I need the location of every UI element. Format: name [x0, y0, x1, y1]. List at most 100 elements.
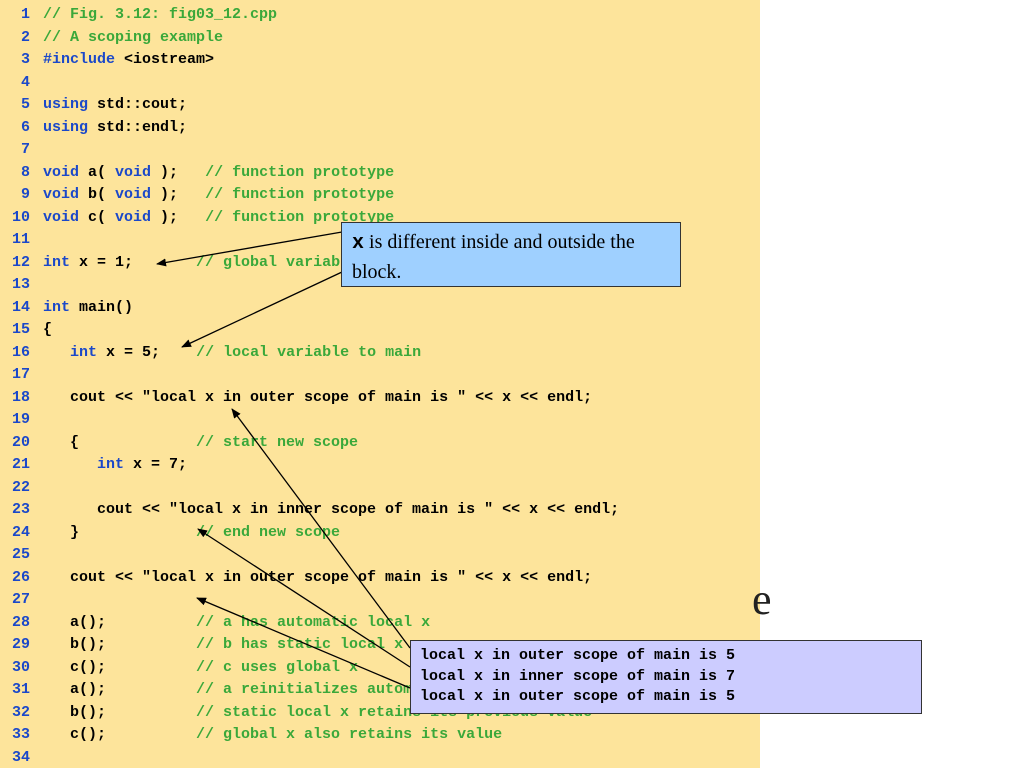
- line-number: 22: [11, 478, 30, 496]
- code-keyword: int: [43, 298, 71, 316]
- code-text: void c( void ); // function prototype: [43, 207, 394, 229]
- line-number: 23: [11, 501, 30, 518]
- code-text: cout << "local x in outer scope of main …: [43, 387, 592, 409]
- line-number: 1: [20, 6, 30, 23]
- code-text: void b( void ); // function prototype: [43, 184, 394, 206]
- arrow-to-line-23: [197, 528, 411, 668]
- code-token: cout << "local x in outer scope of main …: [43, 388, 593, 406]
- line-number: 32: [11, 703, 30, 721]
- code-comment: // end new scope: [196, 523, 341, 541]
- line-number: 29: [11, 636, 30, 653]
- code-keyword: using: [43, 96, 89, 113]
- arrow-to-line-26: [196, 597, 411, 689]
- callout-text: is different inside and outside the bloc…: [352, 231, 635, 283]
- code-token: main(): [70, 298, 134, 316]
- code-comment: // local variable to main: [196, 343, 422, 361]
- line-number: 27: [11, 591, 30, 608]
- code-text: using std::endl;: [43, 117, 187, 139]
- code-comment: // c uses global x: [196, 658, 359, 676]
- line-number: 18: [11, 388, 30, 406]
- code-token: );: [151, 208, 206, 226]
- output-line: local x in outer scope of main is 5: [420, 688, 736, 705]
- code-token: a(: [79, 163, 116, 181]
- code-keyword: int: [97, 456, 125, 473]
- line-number: 34: [11, 748, 30, 766]
- code-text: { // start new scope: [43, 432, 358, 454]
- line-number: 16: [11, 343, 30, 361]
- code-token: x = 7;: [124, 456, 188, 473]
- code-token: b(: [79, 186, 116, 203]
- code-comment: // function prototype: [205, 186, 395, 203]
- output-line: local x in outer scope of main is 5: [420, 647, 736, 664]
- code-token: <iostream>: [115, 51, 215, 68]
- arrow-to-global-x: [156, 231, 343, 267]
- code-comment: // function prototype: [205, 208, 395, 226]
- code-keyword: using: [43, 118, 89, 136]
- code-token: {: [43, 433, 197, 451]
- line-number: 28: [11, 613, 30, 631]
- code-keyword: void: [43, 208, 80, 226]
- code-token: b();: [43, 703, 197, 721]
- line-number: 8: [20, 163, 30, 181]
- code-listing-panel: 1 // Fig. 3.12: fig03_12.cpp 2 // A scoping…: [0, 0, 760, 768]
- code-token: cout << "local x in inner scope of main …: [43, 501, 620, 518]
- code-token: a();: [43, 613, 197, 631]
- code-text: // A scoping example: [43, 27, 223, 49]
- output-line: local x in inner scope of main is 7: [420, 667, 736, 685]
- line-number: 17: [11, 366, 30, 383]
- code-keyword: void: [43, 186, 80, 203]
- line-number: 30: [11, 658, 30, 676]
- code-token: c();: [43, 726, 197, 743]
- arrow-to-line-18: [231, 408, 411, 649]
- code-keyword: void: [115, 186, 152, 203]
- background-slide-text: e: [752, 575, 772, 624]
- line-number: 10: [11, 208, 30, 226]
- code-text: int x = 1; // global variable: [43, 252, 358, 274]
- code-token: b();: [43, 636, 197, 653]
- line-number: 15: [11, 321, 30, 338]
- line-number: 24: [11, 523, 30, 541]
- code-token: a();: [43, 681, 197, 698]
- code-text: int x = 5; // local variable to main: [43, 342, 421, 364]
- line-number: 14: [11, 298, 30, 316]
- code-token: std::cout;: [88, 96, 188, 113]
- code-text: // Fig. 3.12: fig03_12.cpp: [43, 4, 277, 26]
- code-token: std::endl;: [88, 118, 188, 136]
- line-number: 31: [11, 681, 30, 698]
- line-number: 19: [11, 411, 30, 428]
- code-keyword: void: [115, 163, 152, 181]
- line-number: 2: [20, 28, 30, 46]
- code-comment: // start new scope: [196, 433, 359, 451]
- line-number: 21: [11, 456, 30, 473]
- code-token: );: [151, 163, 206, 181]
- line-number: 20: [11, 433, 30, 451]
- code-keyword: void: [115, 208, 152, 226]
- line-number: 26: [11, 568, 30, 586]
- line-number: 7: [20, 141, 30, 158]
- line-number: 4: [20, 73, 30, 91]
- line-number: 11: [11, 231, 30, 248]
- code-text: } // end new scope: [43, 522, 340, 544]
- code-text: c(); // global x also retains its value: [43, 724, 502, 746]
- code-text: int main(): [43, 297, 133, 319]
- code-token: x = 1;: [70, 253, 197, 271]
- code-text: c(); // c uses global x: [43, 657, 358, 679]
- code-comment: // function prototype: [205, 163, 395, 181]
- line-number: 5: [20, 96, 30, 113]
- code-comment: // A scoping example: [43, 28, 224, 46]
- arrow-to-local-x: [181, 271, 343, 348]
- code-comment: // global x also retains its value: [196, 726, 503, 743]
- code-token: {: [43, 321, 53, 338]
- code-comment: // Fig. 3.12: fig03_12.cpp: [43, 6, 278, 23]
- code-text: cout << "local x in inner scope of main …: [43, 499, 619, 521]
- code-keyword: int: [70, 343, 98, 361]
- code-text: cout << "local x in outer scope of main …: [43, 567, 592, 589]
- code-text: #include <iostream>: [43, 49, 214, 71]
- code-keyword: void: [43, 163, 80, 181]
- line-number: 9: [20, 186, 30, 203]
- code-token: c();: [43, 658, 197, 676]
- code-text: void a( void ); // function prototype: [43, 162, 394, 184]
- line-number: 12: [11, 253, 30, 271]
- program-output-box: local x in outer scope of main is 5 local…: [410, 640, 922, 714]
